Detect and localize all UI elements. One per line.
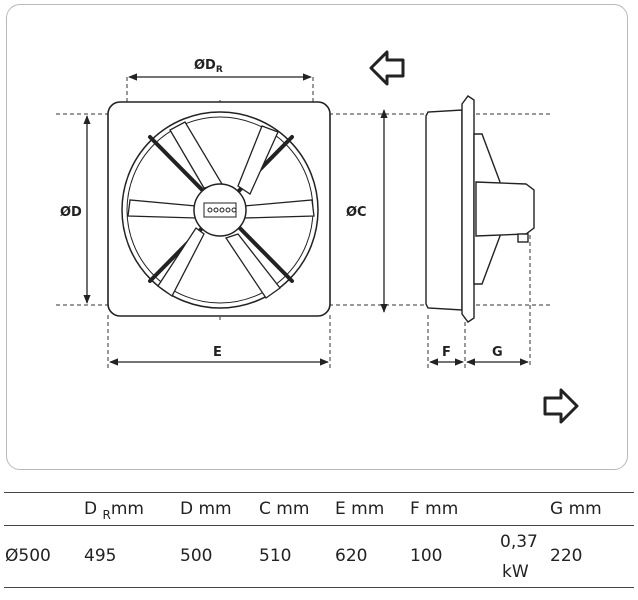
label-e: E [213, 345, 222, 360]
cell-g: 220 [550, 546, 583, 566]
label-f: F [442, 345, 451, 360]
cell-e: 620 [335, 546, 368, 566]
header-c: C mm [259, 499, 310, 519]
header-f: F mm [410, 499, 459, 519]
table-rule-mid [4, 525, 634, 526]
cell-c: 510 [259, 546, 292, 566]
table-rule-top [4, 492, 634, 493]
dimension-arrows [83, 73, 529, 366]
airflow-arrow-left-icon [369, 50, 405, 86]
header-e: E mm [335, 499, 385, 519]
label-dr: ØDR [194, 58, 223, 75]
label-c: ØC [346, 205, 367, 220]
cell-d: 500 [180, 546, 213, 566]
header-d: D mm [180, 499, 232, 519]
fan-blades [127, 121, 315, 299]
header-g: G mm [550, 499, 602, 519]
airflow-arrow-right-icon [543, 388, 579, 424]
label-g: G [492, 345, 503, 360]
cell-power-value: 0,37 [500, 532, 538, 552]
label-d: ØD [60, 205, 82, 220]
cell-f: 100 [410, 546, 443, 566]
fan-side-view [425, 95, 535, 323]
cell-model: Ø500 [5, 546, 51, 566]
cell-dr: 495 [84, 546, 117, 566]
cell-power-unit: kW [502, 562, 529, 582]
header-dr: D Rmm [84, 499, 144, 522]
spec-table [0, 492, 638, 592]
table-rule-bottom [4, 587, 634, 588]
fan-technical-drawing: ØDR ØD ØC E F G [56, 50, 579, 424]
fan-ring-outer [121, 111, 319, 309]
motor-terminal [203, 202, 237, 218]
